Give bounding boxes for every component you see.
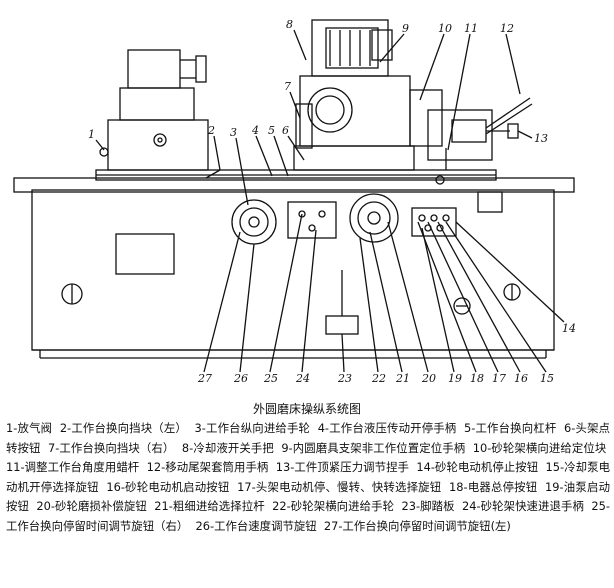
callout-13: 13	[534, 132, 548, 145]
legend-item: 3-工作台纵向进给手轮	[194, 421, 311, 435]
legend-item: 6-头架点转按钮	[6, 421, 611, 455]
callout-16: 16	[514, 372, 528, 385]
legend-item: 21-粗细进给选择拉杆	[154, 499, 265, 513]
callout-4: 4	[251, 124, 259, 137]
legend-item: 4-工作台液压传动开停手柄	[317, 421, 457, 435]
legend-item: 18-电器总停按钮	[449, 479, 538, 494]
cross-feed-handwheel	[349, 193, 399, 243]
callout-15: 15	[540, 372, 554, 385]
callout-22: 22	[371, 372, 386, 385]
callout-23: 23	[337, 372, 352, 385]
legend-item: 15-冷却泵电动机开停选择旋钮	[6, 460, 610, 494]
legend-item: 12-移动尾架套筒用手柄	[146, 460, 269, 474]
callout-6: 6	[282, 124, 289, 137]
legend-item: 20-砂轮磨损补偿旋钮	[36, 499, 147, 513]
callout-18: 18	[470, 372, 484, 385]
callout-17: 17	[492, 372, 506, 385]
legend-item: 1-放气阀	[6, 421, 53, 435]
legend-item: 13-工件顶紧压力调节捏手	[275, 460, 409, 474]
legend-item: 19-油泵启动按钮	[6, 479, 610, 514]
callout-3: 3	[230, 126, 237, 139]
legend-item: 25-工作台换向停留时间调节旋钮（右）	[6, 499, 610, 533]
legend: 1-放气阀 2-工作台换向挡块（左） 3-工作台纵向进给手轮 4-工作台液压传动…	[6, 419, 610, 536]
callout-8: 8	[286, 18, 293, 31]
callout-12: 12	[500, 22, 514, 35]
callout-11: 11	[464, 22, 478, 35]
legend-item: 23-脚踏板	[401, 499, 455, 513]
legend-item: 17-头架电动机停、慢转、快转选择旋钮	[237, 479, 442, 494]
legend-item: 8-冷却液开关手把	[181, 440, 274, 455]
legend-item: 27-工作台换向停留时间调节旋钮(左)	[323, 518, 511, 533]
callout-21: 21	[395, 372, 410, 385]
callout-20: 20	[421, 372, 436, 385]
legend-item: 22-砂轮架横向进给手轮	[272, 499, 395, 513]
callout-9: 9	[402, 22, 409, 35]
callout-27: 27	[197, 372, 212, 385]
legend-item: 7-工作台换向挡块（右）	[47, 440, 175, 455]
callout-10: 10	[438, 22, 452, 35]
legend-item: 14-砂轮电动机停止按钮	[416, 460, 539, 474]
callout-7: 7	[284, 80, 291, 93]
callout-2: 2	[207, 124, 215, 137]
callout-14: 14	[562, 322, 576, 335]
callout-19: 19	[448, 372, 462, 385]
legend-item: 11-调整工作台角度用蜡杆	[6, 460, 140, 474]
callout-5: 5	[268, 124, 275, 137]
grinder-diagram: 1 2 3 4 5 6 7 8 9 10 11 12 13 14 15 16 1…	[13, 18, 576, 385]
machine-bed	[31, 189, 555, 351]
legend-item: 24-砂轮架快速进退手柄	[461, 499, 584, 513]
foot-pedal	[325, 315, 359, 335]
legend-item: 16-砂轮电动机启动按钮	[106, 479, 230, 494]
figure-caption: 外圆磨床操纵系统图	[252, 402, 361, 416]
legend-item: 5-工作台换向杠杆	[463, 421, 557, 435]
callout-25: 25	[263, 372, 278, 385]
callout-1: 1	[88, 128, 95, 141]
legend-item: 9-内圆磨具支架非工作位置定位手柄	[281, 440, 466, 455]
tailstock	[427, 109, 493, 161]
callout-26: 26	[233, 372, 248, 385]
headstock-motor	[127, 49, 181, 89]
legend-item: 10-砂轮架横向进给定位块	[472, 440, 607, 455]
callout-24: 24	[295, 372, 310, 385]
legend-item: 26-工作台速度调节旋钮	[195, 518, 317, 533]
legend-item: 2-工作台换向挡块（左）	[59, 421, 187, 435]
